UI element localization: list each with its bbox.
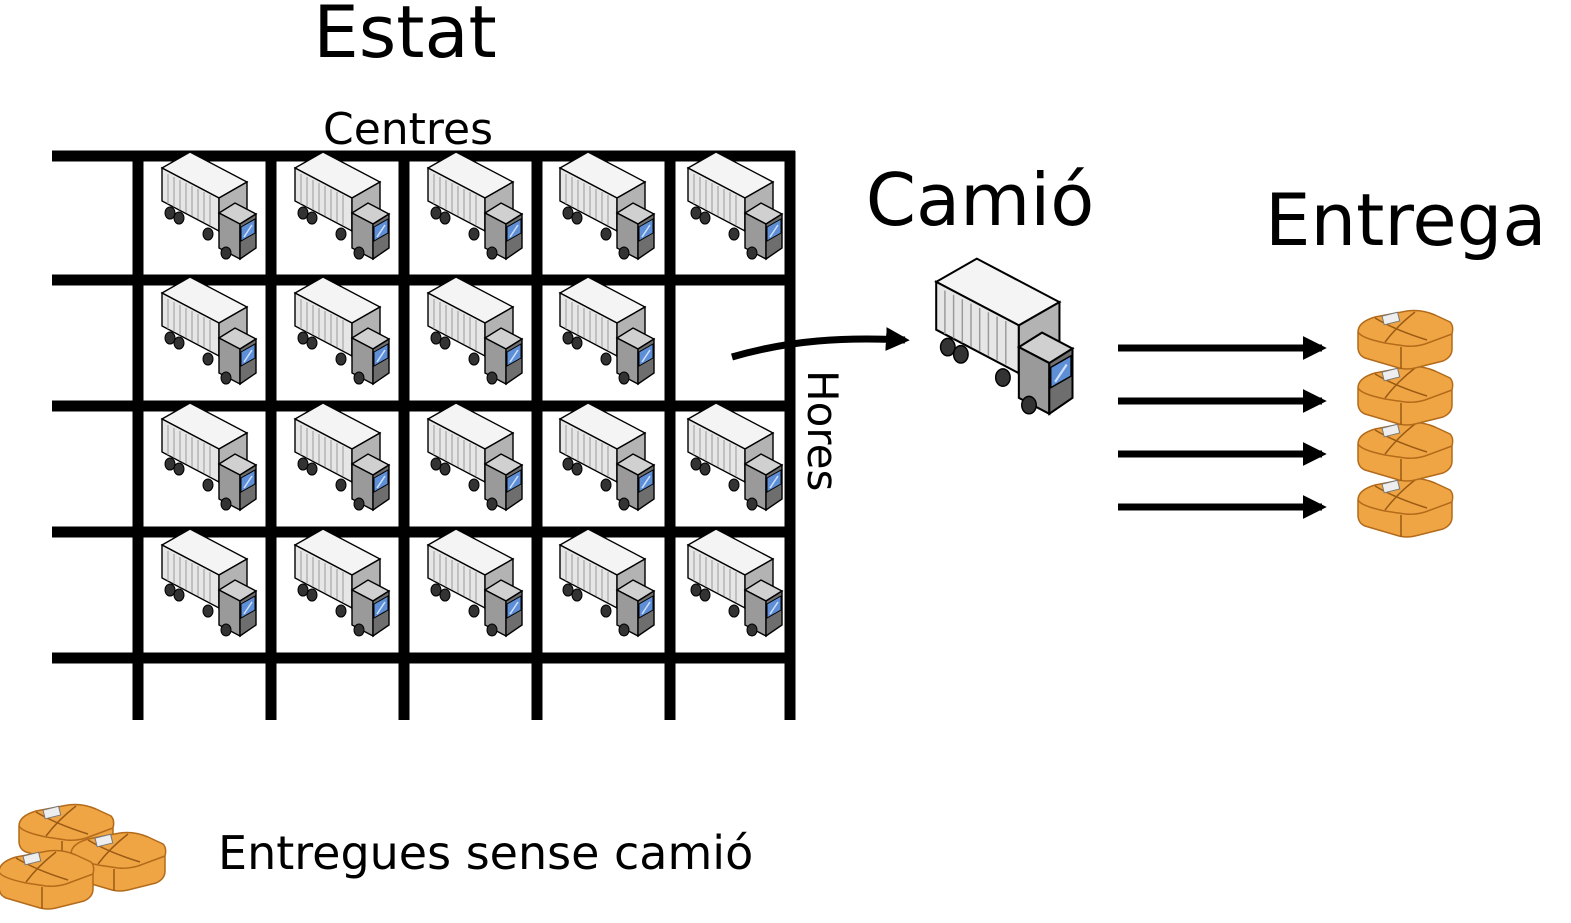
delivery-list <box>1118 309 1454 538</box>
truck-title: Camió <box>866 158 1095 242</box>
truck-icon <box>559 402 655 511</box>
truck-icon <box>161 528 257 637</box>
state-grid <box>52 150 796 720</box>
package-icon <box>1357 477 1454 538</box>
truck-icon <box>687 151 783 260</box>
truck-icon <box>427 276 523 385</box>
package-icon <box>1357 421 1454 482</box>
package-icon <box>1357 309 1454 370</box>
selected-truck-icon <box>935 257 1074 415</box>
truck-icon <box>161 276 257 385</box>
rows-label: Hores <box>798 370 847 491</box>
state-title: Estat <box>313 0 497 74</box>
truck-icon <box>294 151 390 260</box>
legend-packages-icon <box>0 803 167 910</box>
truck-icon <box>427 402 523 511</box>
truck-icon <box>161 151 257 260</box>
package-icon <box>1357 365 1454 426</box>
truck-icon <box>294 276 390 385</box>
truck-icon <box>294 402 390 511</box>
truck-icon <box>687 402 783 511</box>
truck-icon <box>687 528 783 637</box>
truck-icon <box>559 276 655 385</box>
truck-icon <box>294 528 390 637</box>
deliveries-title: Entrega <box>1265 178 1547 262</box>
legend-text: Entregues sense camió <box>218 826 753 880</box>
truck-icon <box>559 151 655 260</box>
truck-icon <box>427 151 523 260</box>
truck-icon <box>427 528 523 637</box>
truck-icon <box>161 402 257 511</box>
state-grid-trucks <box>161 151 783 637</box>
truck-icon <box>559 528 655 637</box>
transition-arrow <box>731 327 910 361</box>
columns-label: Centres <box>323 104 493 155</box>
